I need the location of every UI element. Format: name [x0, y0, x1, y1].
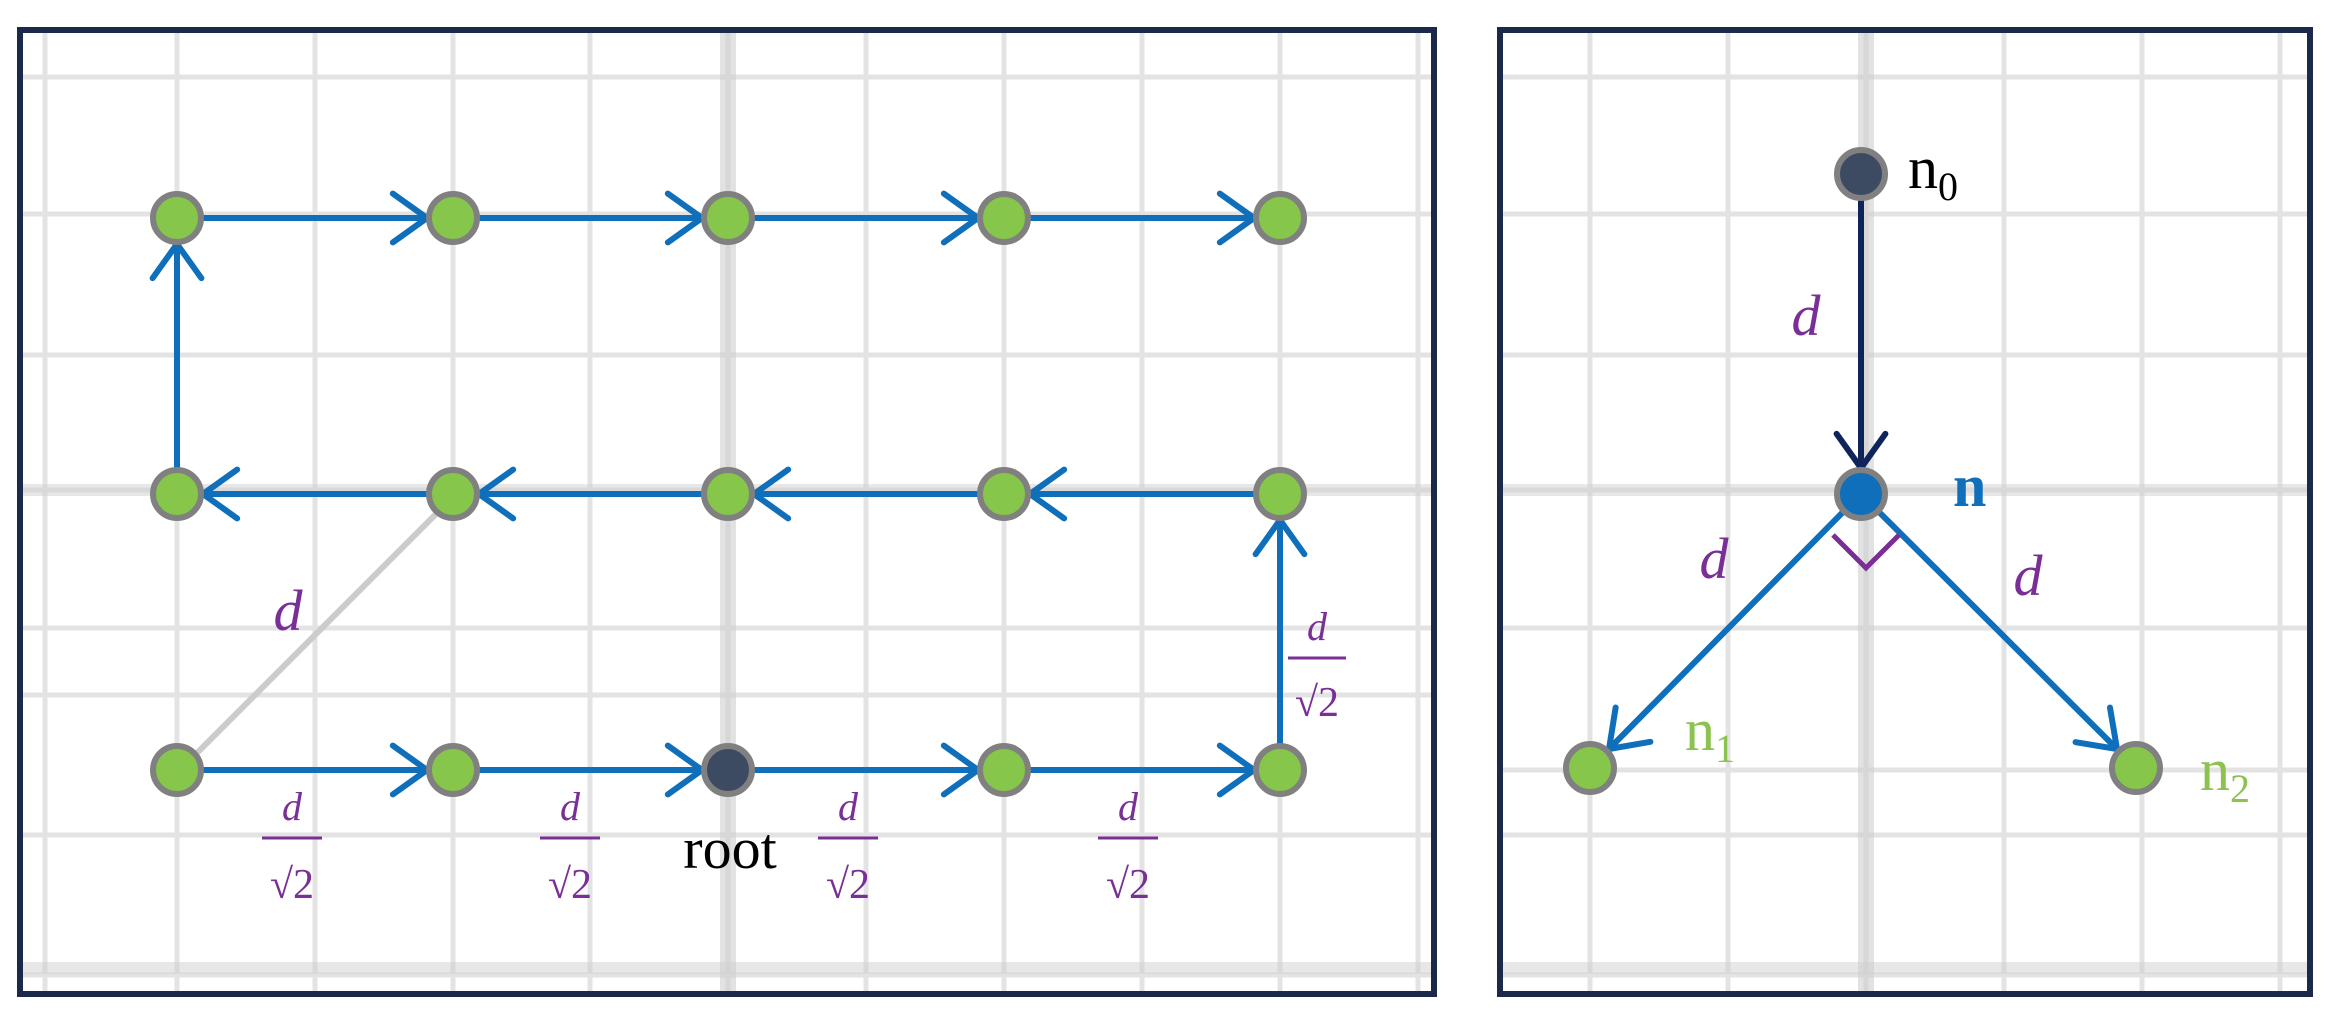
- grid-node-r1-c1: [426, 467, 480, 521]
- frac-4-numerator: d: [1118, 784, 1139, 829]
- diagonal-d-label: d: [274, 578, 304, 643]
- label-n2: n2: [2200, 737, 2250, 811]
- grid-node-r0-c1: [426, 191, 480, 245]
- grid-node-r0-c2: [701, 191, 755, 245]
- grid-node-r0-c3: [977, 191, 1031, 245]
- node-n0: [1834, 147, 1888, 201]
- label-d-top: d: [1792, 283, 1822, 348]
- right-grid: [1502, 32, 2308, 992]
- frac-label-2: d √2: [540, 784, 600, 908]
- frac-label-4: d √2: [1098, 784, 1158, 908]
- node-n: [1834, 467, 1888, 521]
- frac-3-numerator: d: [838, 784, 859, 829]
- grid-node-r2-c0: [150, 743, 204, 797]
- label-n0: n0: [1908, 135, 1958, 209]
- grid-node-r2-c3: [977, 743, 1031, 797]
- label-n0-sub: 0: [1938, 164, 1958, 209]
- label-d-right: d: [2014, 543, 2044, 608]
- frac-2-denominator: √2: [548, 862, 592, 908]
- right-angle-marker: [1831, 533, 1901, 572]
- grid-node-r1-c3: [977, 467, 1031, 521]
- root-node: [701, 743, 755, 797]
- grid-node-r1-c2: [701, 467, 755, 521]
- left-frame: [17, 27, 1437, 997]
- grid-node-r2-c1: [426, 743, 480, 797]
- frac-label-1: d √2: [262, 784, 322, 908]
- left-panel: d d √2 d √2 d √2 d √2 d √2 root: [17, 27, 1437, 997]
- frac-label-3: d √2: [818, 784, 878, 908]
- right-edges: [1606, 195, 2120, 752]
- frac-4-denominator: √2: [1106, 862, 1150, 908]
- node-n1: [1563, 741, 1617, 795]
- node-n2: [2109, 741, 2163, 795]
- edge-n-to-n1-shaft: [1606, 508, 1847, 752]
- label-n2-sub: 2: [2230, 766, 2250, 811]
- label-n1-main: n: [1685, 697, 1715, 763]
- frac-2-numerator: d: [560, 784, 581, 829]
- diagonal-edge: [174, 494, 456, 776]
- left-nodes: [150, 191, 1307, 797]
- label-n2-main: n: [2200, 737, 2230, 803]
- label-n1: n1: [1685, 697, 1735, 771]
- grid-node-r0-c0: [150, 191, 204, 245]
- edge-n-to-n2-shaft: [1875, 508, 2120, 752]
- frac-3-denominator: √2: [826, 862, 870, 908]
- right-nodes: [1563, 147, 2163, 795]
- label-n: n: [1953, 453, 1986, 519]
- grid-node-r1-c4: [1253, 467, 1307, 521]
- label-n1-sub: 1: [1715, 726, 1735, 771]
- label-d-left: d: [1700, 526, 1730, 591]
- frac-1-denominator: √2: [270, 862, 314, 908]
- grid-node-r1-c0: [150, 467, 204, 521]
- root-label: root: [683, 816, 776, 881]
- right-panel: d d d n0 n n1 n2: [1497, 27, 2313, 997]
- grid-node-r2-c4: [1253, 743, 1307, 797]
- frac-label-5: d √2: [1288, 604, 1346, 726]
- right-frame: [1497, 27, 2313, 997]
- frac-5-numerator: d: [1307, 604, 1328, 649]
- label-n0-main: n: [1908, 135, 1938, 201]
- frac-5-denominator: √2: [1295, 680, 1339, 726]
- frac-1-numerator: d: [282, 784, 303, 829]
- grid-node-r0-c4: [1253, 191, 1307, 245]
